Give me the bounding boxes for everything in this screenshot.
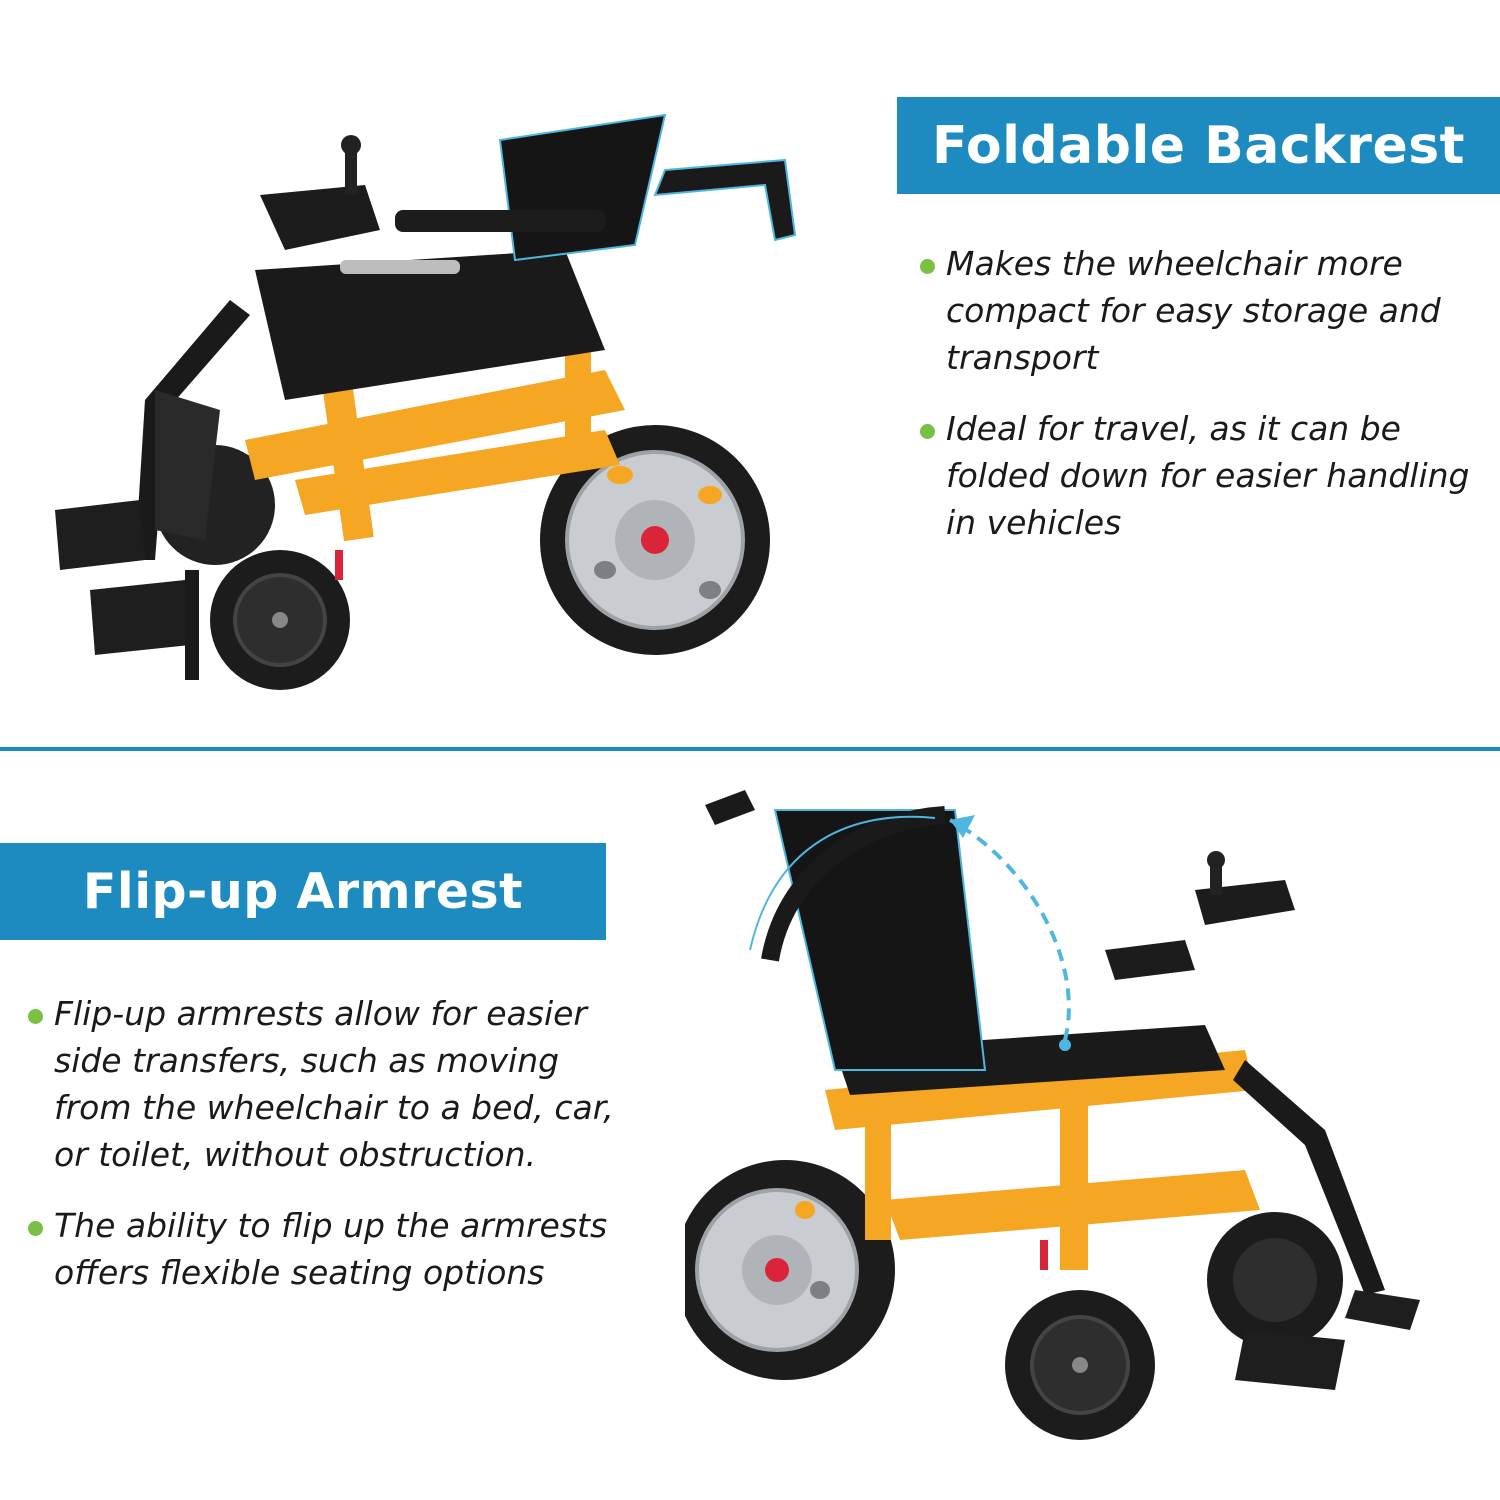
section-divider — [0, 747, 1500, 751]
feature-text: Makes the wheelchair more compact for ea… — [946, 244, 1441, 377]
wheelchair-folded-image — [55, 113, 797, 690]
wheelchair-armrest-up-image — [685, 790, 1420, 1440]
feature-text: Ideal for travel, as it can be folded do… — [946, 409, 1470, 542]
feature-text: The ability to flip up the armrests offe… — [54, 1206, 608, 1292]
foldable-backrest-heading: Foldable Backrest — [897, 97, 1500, 194]
rear-wheel-icon — [685, 1160, 895, 1380]
list-item: Flip-up armrests allow for easier side t… — [28, 990, 638, 1178]
list-item: The ability to flip up the armrests offe… — [28, 1202, 638, 1296]
bullet-dot-icon — [920, 424, 935, 439]
rear-wheel-icon — [540, 425, 770, 655]
flip-up-armrest-heading: Flip-up Armrest — [0, 843, 606, 940]
flip-up-armrest-features: Flip-up armrests allow for easier side t… — [28, 990, 638, 1320]
bullet-dot-icon — [28, 1009, 43, 1024]
list-item: Makes the wheelchair more compact for ea… — [920, 240, 1480, 381]
foldable-backrest-features: Makes the wheelchair more compact for ea… — [920, 240, 1480, 570]
front-caster-icon — [1005, 1212, 1343, 1440]
list-item: Ideal for travel, as it can be folded do… — [920, 405, 1480, 546]
feature-text: Flip-up armrests allow for easier side t… — [54, 994, 614, 1174]
bullet-dot-icon — [920, 259, 935, 274]
bullet-dot-icon — [28, 1221, 43, 1236]
front-caster-icon — [210, 550, 350, 690]
